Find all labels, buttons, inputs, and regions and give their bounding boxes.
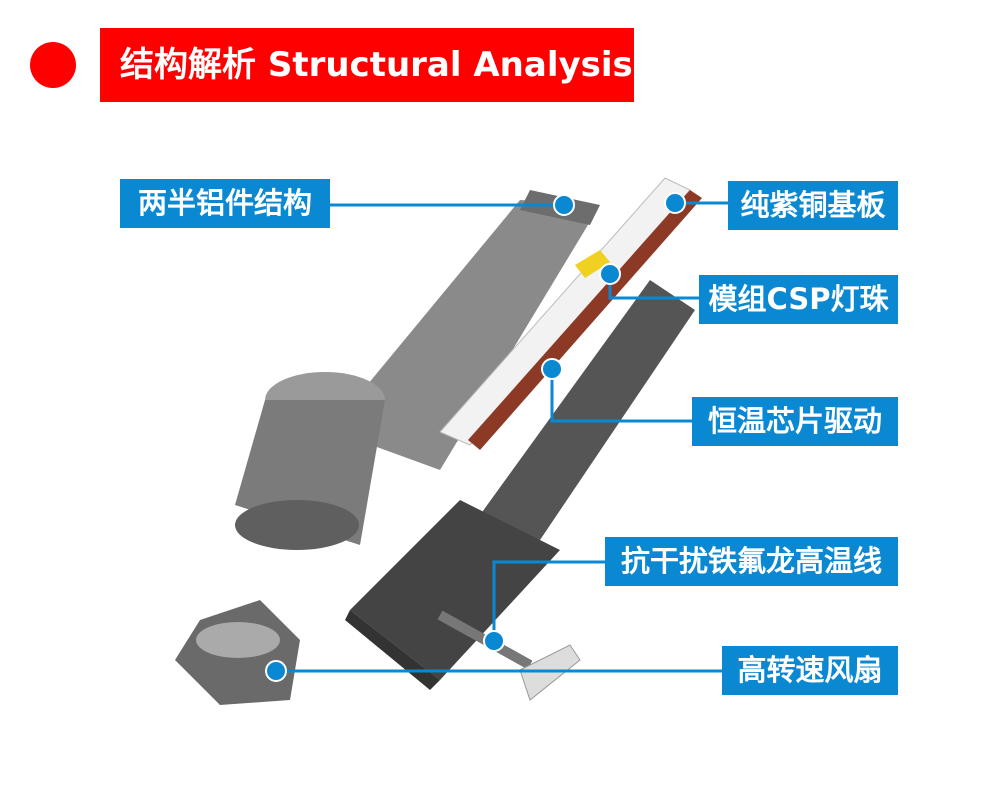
housing-left-half [235, 190, 600, 550]
copper-board [439, 177, 702, 450]
fan [175, 600, 300, 705]
label-housing: 两半铝件结构 [120, 179, 330, 228]
label-driver: 恒温芯片驱动 [692, 397, 898, 446]
label-copper-board: 纯紫铜基板 [728, 181, 898, 230]
label-wire: 抗干扰铁氟龙高温线 [605, 537, 898, 586]
callout-dots [265, 192, 686, 682]
bullet-dot [30, 42, 76, 88]
label-csp-led: 模组CSP灯珠 [699, 275, 898, 324]
section-title: 结构解析 Structural Analysis [100, 28, 634, 102]
label-fan: 高转速风扇 [722, 646, 898, 695]
